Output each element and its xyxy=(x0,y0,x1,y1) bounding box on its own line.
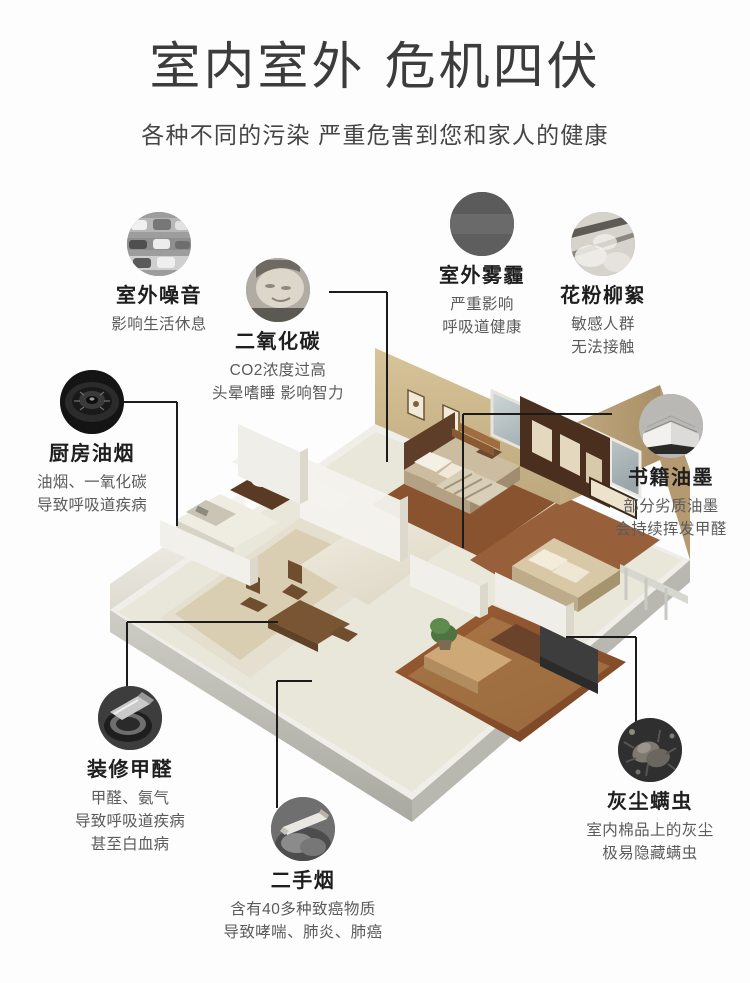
connector-formaldehyde xyxy=(126,621,278,692)
callout-title: 书籍油墨 xyxy=(628,467,714,489)
open-book-icon xyxy=(639,394,703,458)
potted-plant xyxy=(430,618,457,650)
callout-line: 导致呼吸道疾病 xyxy=(37,496,147,514)
ceiling-beams xyxy=(452,422,500,456)
callout-line: 室内棉品上的灰尘 xyxy=(586,822,714,839)
callout-line: 含有40多种致癌物质 xyxy=(230,901,376,918)
callout-line: 呼吸道健康 xyxy=(442,318,522,336)
callout-line: 会持续挥发甲醛 xyxy=(615,520,727,538)
cigarette-icon xyxy=(271,797,335,861)
callout-formaldehyde[interactable]: 装修甲醛 甲醛、氨气 导致呼吸道疾病 甚至白血病 xyxy=(30,686,230,857)
callout-kitchen-fumes[interactable]: 厨房油烟 油烟、一氧化碳 导致呼吸道疾病 xyxy=(0,370,192,518)
callout-line: CO2浓度过高 xyxy=(229,362,327,379)
callout-title: 二氧化碳 xyxy=(235,331,321,353)
callout-title: 室外噪音 xyxy=(116,285,202,307)
hallway-floor xyxy=(300,500,470,605)
callout-line: 油烟、一氧化碳 xyxy=(37,474,147,491)
page-title: 室内室外 危机四伏 xyxy=(149,38,601,97)
master-bedroom-floor xyxy=(372,440,580,556)
callout-line: 影响生活休息 xyxy=(111,316,207,333)
callout-line: 导致呼吸道疾病 xyxy=(75,812,185,830)
sleeping-baby-icon xyxy=(246,258,310,322)
callout-line: 严重影响 xyxy=(450,296,514,313)
dining-set xyxy=(240,560,358,652)
callout-title: 二手烟 xyxy=(270,870,336,892)
master-bed xyxy=(404,412,520,514)
callout-line: 导致哮喘、肺炎、肺癌 xyxy=(223,923,383,941)
callout-line: 无法接触 xyxy=(571,338,635,356)
page-subtitle: 各种不同的污染 严重危害到您和家人的健康 xyxy=(141,122,609,149)
callout-line: 敏感人群 xyxy=(571,316,635,333)
callout-co2[interactable]: 二氧化碳 CO2浓度过高 头晕嗜睡 影响智力 xyxy=(178,258,378,406)
kitchen-counters xyxy=(176,476,296,564)
balcony-railing xyxy=(620,564,688,620)
callout-title: 厨房油烟 xyxy=(49,443,135,465)
callout-line: 部分劣质油墨 xyxy=(623,498,719,515)
pollen-catkin-icon xyxy=(571,212,635,276)
connector-secondhand-smoke xyxy=(276,680,312,808)
callout-title: 灰尘螨虫 xyxy=(607,791,693,813)
callout-line: 头晕嗜睡 影响智力 xyxy=(212,384,344,402)
paint-can-icon xyxy=(98,686,162,750)
callout-secondhand-smoke[interactable]: 二手烟 含有40多种致癌物质 导致哮喘、肺炎、肺癌 xyxy=(178,797,428,945)
traffic-jam-icon xyxy=(127,212,191,276)
callout-dust-mites[interactable]: 灰尘螨虫 室内棉品上的灰尘 极易隐藏螨虫 xyxy=(535,718,750,866)
wall-pictures xyxy=(407,388,460,437)
dining-area-floor xyxy=(160,518,400,678)
callout-title: 花粉柳絮 xyxy=(560,285,646,307)
callout-title: 装修甲醛 xyxy=(87,759,173,781)
gas-stove-burner-icon xyxy=(60,370,124,434)
connector-dust-mites xyxy=(566,636,637,722)
callout-outdoor-smog[interactable]: 室外雾霾 严重影响 呼吸道健康 xyxy=(382,192,582,340)
bedroom-window xyxy=(490,388,558,467)
poster-header: 室内室外 危机四伏 各种不同的污染 严重危害到您和家人的健康 xyxy=(0,0,750,150)
callout-line: 甲醛、氨气 xyxy=(90,790,170,807)
bathroom-fixtures xyxy=(232,454,352,512)
callout-line: 极易隐藏螨虫 xyxy=(602,844,698,862)
living-room-furniture xyxy=(424,622,598,694)
callout-title: 室外雾霾 xyxy=(439,265,525,287)
callout-outdoor-noise[interactable]: 室外噪音 影响生活休息 xyxy=(59,212,259,337)
callout-book-ink[interactable]: 书籍油墨 部分劣质油墨 会持续挥发甲醛 xyxy=(566,394,750,542)
smog-haze-icon xyxy=(450,192,514,256)
guest-bed xyxy=(512,538,620,612)
callout-line: 甚至白血病 xyxy=(90,835,170,853)
dust-mite-microscope-icon xyxy=(618,718,682,782)
nightstand-lamp xyxy=(476,437,502,459)
callout-pollen[interactable]: 花粉柳絮 敏感人群 无法接触 xyxy=(503,212,703,360)
interior-walls xyxy=(160,424,574,638)
